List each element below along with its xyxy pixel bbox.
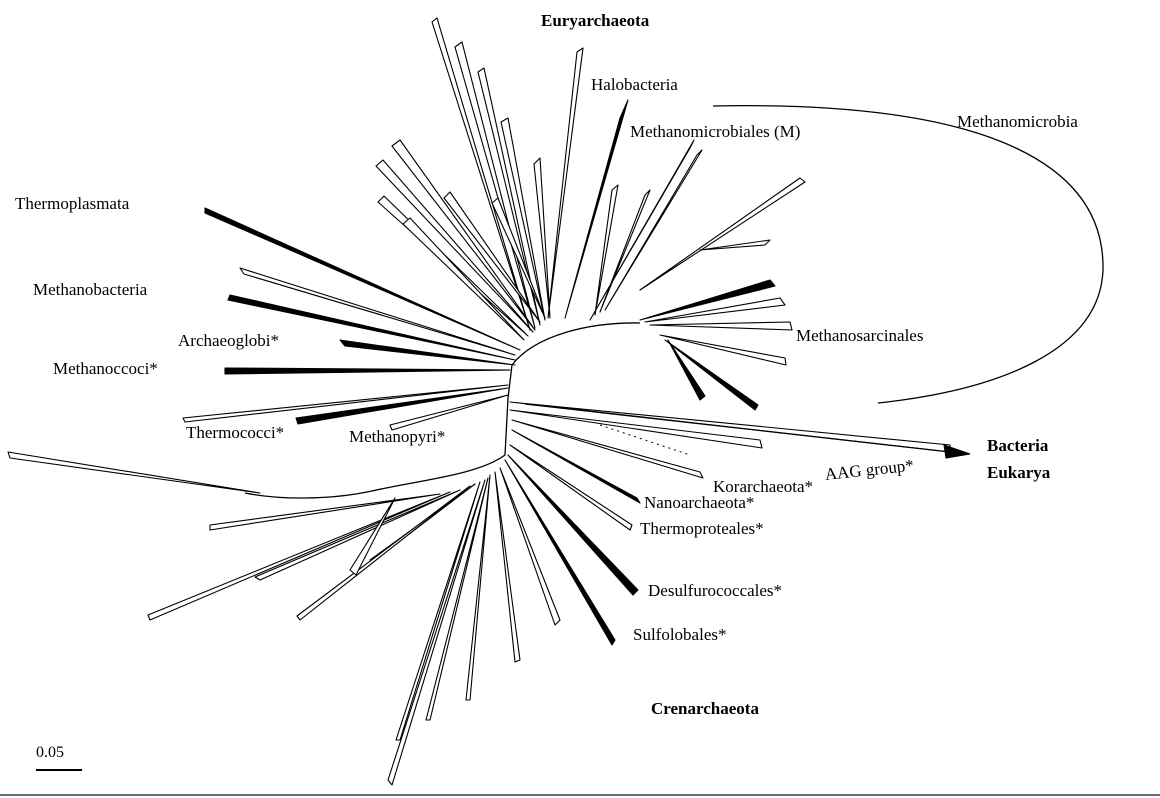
label-methanococci: Methanoccoci* [53,359,158,378]
clade-wedge-21 [239,267,516,356]
label-nanoarchaeota: Nanoarchaeota* [644,493,755,512]
clade-wedge-40 [504,459,616,646]
clade-wedge-2 [454,41,536,329]
scale-bar-label: 0.05 [36,744,64,761]
clade-wedge-19 [699,239,771,251]
clade-wedge-30 [649,321,793,331]
label-euryarchaeota: Euryarchaeota [541,11,650,30]
tree-extras [524,104,1104,459]
clade-wedge-44 [425,477,489,721]
label-thermoproteales: Thermoproteales* [640,519,764,538]
outgroup-branch [524,403,951,453]
clade-wedge-15 [594,184,619,316]
clade-wedge-41 [499,467,561,626]
clade-wedge-16 [599,189,651,313]
clade-wedge-23 [339,339,516,366]
clade-wedge-36 [511,419,704,479]
label-sulfolobales: Sulfolobales* [633,625,727,644]
label-bacteria: Bacteria [987,436,1049,455]
methanomicrobia-bracket [712,104,1104,404]
clade-wedge-1 [431,17,531,331]
clade-wedge-13 [564,99,629,319]
clade-wedge-48 [296,485,471,621]
clade-wedge-5 [391,139,536,331]
clade-wedge-4 [500,117,546,321]
clade-wedge-18 [639,177,806,291]
scale-bar [36,769,82,771]
clade-wedge-50 [147,491,451,621]
clade-wedge-20 [204,207,521,351]
label-eukarya: Eukarya [987,463,1051,482]
clade-wedge-53 [7,451,261,494]
clade-wedge-17 [604,149,703,311]
clade-wedge-31 [659,334,787,366]
clade-wedge-12 [547,47,584,319]
clade-wedge-24 [224,367,511,375]
label-korarchaeota: Korarchaeota* [713,477,814,496]
label-methanopyri: Methanopyri* [349,427,446,446]
label-archaeoglobi: Archaeoglobi* [178,331,280,350]
clade-wedge-29 [644,297,786,323]
clade-wedge-11 [533,157,551,319]
clade-wedge-28 [639,279,776,321]
tree-backbone [244,322,641,499]
label-methanomicrobia: Methanomicrobia [957,112,1078,131]
bottom-rule [0,794,1160,796]
clade-wedge-38 [509,444,633,531]
clade-wedge-14 [589,139,695,321]
tree-skeleton [244,322,641,499]
clade-wedge-27 [389,394,509,431]
clade-wedge-52 [349,497,396,576]
aag-group-dotted-branch [599,424,691,456]
label-methanobacteria: Methanobacteria [33,280,148,299]
clade-wedge-6 [375,159,534,333]
clade-wedge-8 [402,217,525,341]
clade-wedge-35 [509,409,763,449]
label-methanosarcinales: Methanosarcinales [796,326,924,345]
label-halobacteria: Halobacteria [591,75,678,94]
clade-wedge-25 [182,384,509,423]
clade-wedge-45 [387,479,486,786]
clade-wedge-3 [477,67,541,326]
clade-wedge-32 [664,339,759,411]
label-crenarchaeota: Crenarchaeota [651,699,759,718]
clade-wedge-49 [254,489,461,581]
label-methanomicrobiales: Methanomicrobiales (M) [630,122,801,141]
clade-wedge-42 [494,471,521,663]
clade-wedge-33 [667,339,706,401]
label-desulfurococcales: Desulfurococcales* [648,581,783,600]
clade-wedge-26 [295,387,509,425]
clade-wedge-39 [507,454,639,596]
clade-wedges [7,17,951,786]
label-thermococci: Thermococci* [186,423,285,442]
label-thermoplasmata: Thermoplasmata [15,194,130,213]
clade-wedge-10 [491,197,546,319]
clade-wedge-51 [209,493,441,531]
clade-wedge-37 [511,429,641,504]
clade-wedge-22 [227,294,516,361]
outgroup-arrowhead [943,444,971,459]
clade-wedge-9 [443,191,541,323]
clade-wedge-46 [395,481,481,741]
clade-wedge-43 [465,474,491,701]
